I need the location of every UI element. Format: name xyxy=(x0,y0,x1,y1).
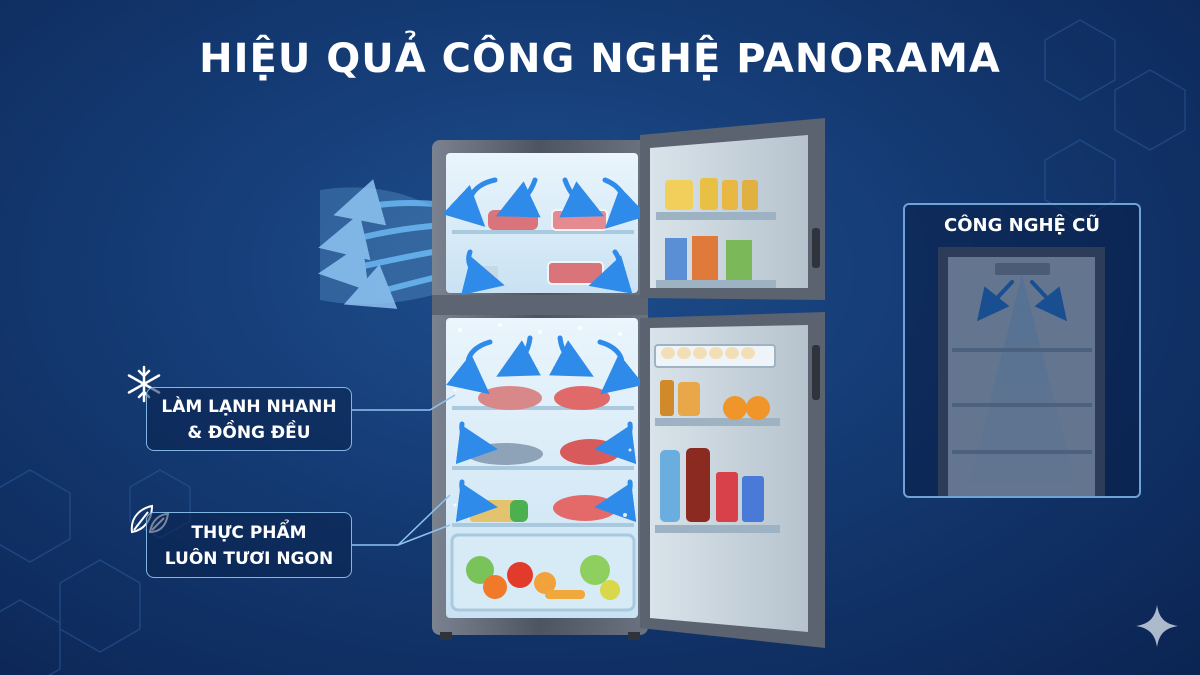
old-tech-title: CÔNG NGHỆ CŨ xyxy=(944,215,1100,236)
freezer-door xyxy=(640,118,825,300)
callout-connectors xyxy=(352,394,456,546)
callout-fast-cooling-line1: LÀM LẠNH NHANH xyxy=(161,397,337,417)
snowflake-icon xyxy=(127,365,161,403)
callout-fast-cooling-line2: & ĐỒNG ĐỀU xyxy=(187,423,311,443)
fridge-door xyxy=(640,312,825,648)
callout-fresh-food: THỰC PHẨM LUÔN TƯƠI NGON xyxy=(146,512,352,578)
callout-fresh-food-line2: LUÔN TƯƠI NGON xyxy=(164,549,334,569)
old-tech-panel: CÔNG NGHỆ CŨ xyxy=(903,203,1141,498)
callout-fresh-food-line1: THỰC PHẨM xyxy=(191,523,307,543)
callout-fast-cooling: LÀM LẠNH NHANH & ĐỒNG ĐỀU xyxy=(146,387,352,451)
page-title: HIỆU QUẢ CÔNG NGHỆ PANORAMA xyxy=(199,36,1001,82)
cold-air-glow xyxy=(320,187,450,305)
frost-particles xyxy=(453,323,632,517)
sparkle-icon xyxy=(1136,605,1178,647)
internal-airflow-arrows xyxy=(442,177,648,523)
